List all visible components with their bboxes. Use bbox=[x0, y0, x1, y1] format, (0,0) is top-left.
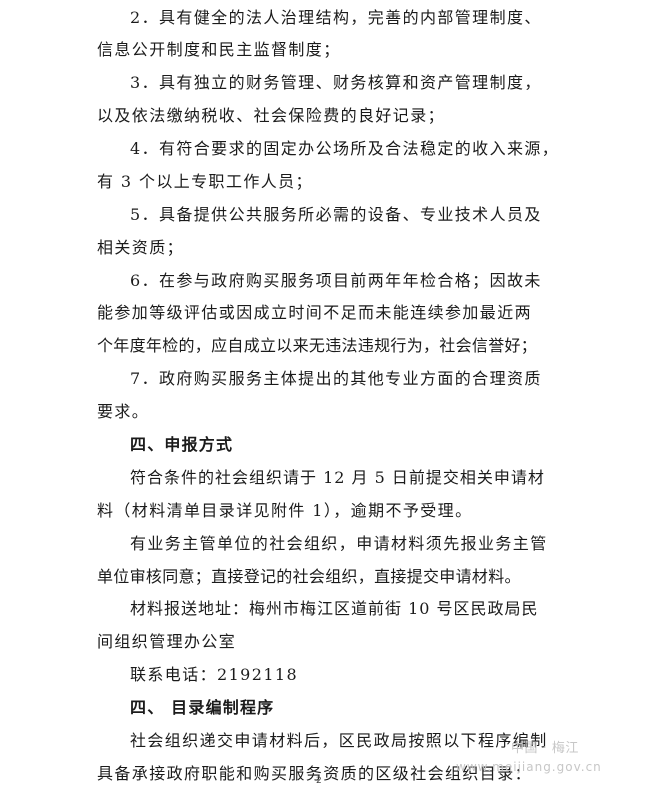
contact-phone: 联系电话：2192118 bbox=[130, 665, 299, 684]
watermark-site-label: 中国 · 梅江 bbox=[511, 741, 579, 756]
text-line: 6．在参与政府购买服务项目前两年年检合格；因故未 bbox=[130, 271, 542, 290]
text-line: 3．具有独立的财务管理、财务核算和资产管理制度， bbox=[130, 73, 542, 92]
text-line: 具备承接政府职能和购买服务资质的区级社会组织目录： bbox=[97, 764, 533, 783]
text-line: 能参加等级评估或因成立时间不足而未能连续参加最近两 bbox=[97, 303, 533, 322]
text-line: 有 3 个以上专职工作人员； bbox=[97, 172, 313, 191]
page-number: 2 bbox=[316, 776, 322, 786]
text-line: 有业务主管单位的社会组织，申请材料须先报业务主管 bbox=[130, 534, 548, 553]
text-line: 社会组织递交申请材料后，区民政局按照以下程序编制 bbox=[130, 731, 548, 750]
text-line: 5．具备提供公共服务所必需的设备、专业技术人员及 bbox=[130, 205, 542, 224]
text-line: 材料报送地址：梅州市梅江区道前街 10 号区民政局民 bbox=[130, 599, 539, 618]
text-line: 要求。 bbox=[97, 402, 150, 421]
text-line: 符合条件的社会组织请于 12 月 5 日前提交相关申请材 bbox=[130, 468, 545, 487]
text-line: 料（材料清单目录详见附件 1），逾期不予受理。 bbox=[97, 501, 473, 520]
text-line: 单位审核同意；直接登记的社会组织，直接提交申请材料。 bbox=[97, 567, 521, 586]
text-line: 2．具有健全的法人治理结构，完善的内部管理制度、 bbox=[130, 8, 542, 27]
text-line: 7．政府购买服务主体提出的其他专业方面的合理资质 bbox=[130, 369, 542, 388]
text-line: 以及依法缴纳税收、社会保险费的良好记录； bbox=[97, 106, 446, 125]
text-line: 信息公开制度和民主监督制度； bbox=[97, 40, 341, 59]
text-line: 个年度年检的，应自成立以来无违法违规行为，社会信誉好； bbox=[97, 336, 538, 355]
section-heading: 四、 目录编制程序 bbox=[130, 698, 275, 717]
watermark-url: www.meijiang.gov.cn bbox=[456, 760, 602, 774]
section-heading: 四、申报方式 bbox=[130, 435, 234, 454]
text-line: 4．有符合要求的固定办公场所及合法稳定的收入来源， bbox=[130, 139, 560, 158]
text-line: 相关资质； bbox=[97, 238, 185, 257]
text-line: 间组织管理办公室 bbox=[97, 632, 237, 651]
